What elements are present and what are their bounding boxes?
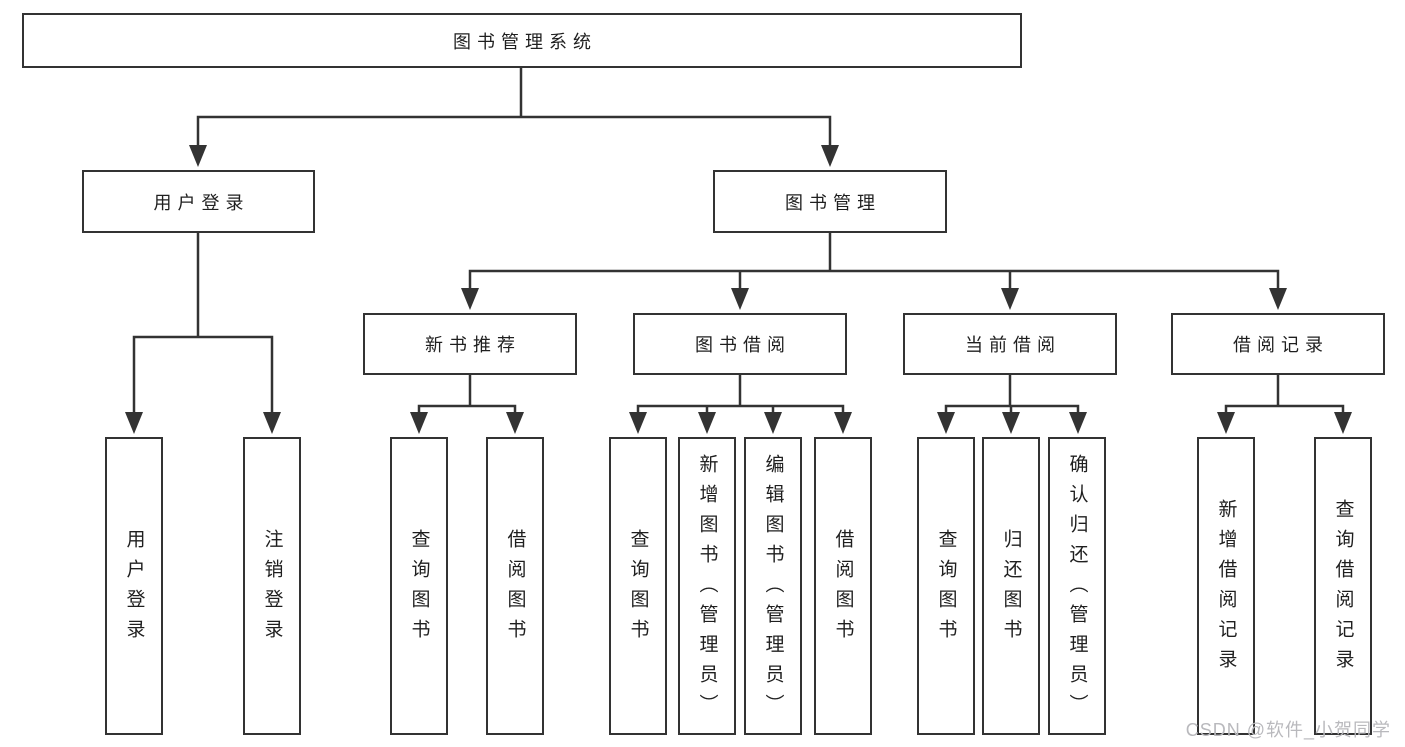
arrowhead [189, 145, 207, 167]
node-label: 图书借阅 [695, 335, 791, 355]
arrowhead [125, 412, 143, 434]
node-user-login: 用户登录 [82, 170, 315, 233]
leaf-return-books: 归还图书 [982, 437, 1040, 735]
arrowhead [1002, 412, 1020, 434]
leaf-query-books: 查询图书 [917, 437, 975, 735]
node-book-borrow: 图书借阅 [633, 313, 847, 375]
connector-records-branch [1224, 404, 1345, 412]
node-label: 用户登录 [123, 529, 145, 649]
leaf-borrow-books: 借阅图书 [814, 437, 872, 735]
connector-bookmgmt-branch [468, 269, 1280, 288]
arrowhead [1269, 288, 1287, 310]
node-label: 确认归还（管理员） [1066, 454, 1088, 724]
node-label: 查询借阅记录 [1332, 499, 1354, 679]
arrowhead [263, 412, 281, 434]
node-current-borrow: 当前借阅 [903, 313, 1117, 375]
node-label: 查询图书 [935, 529, 957, 649]
arrowhead [821, 145, 839, 167]
node-new-book-recommend: 新书推荐 [363, 313, 577, 375]
arrowhead [1001, 288, 1019, 310]
node-book-management: 图书管理 [713, 170, 947, 233]
arrowhead [1334, 412, 1352, 434]
node-label: 新增图书（管理员） [696, 454, 718, 724]
node-label: 新书推荐 [425, 335, 521, 355]
arrowhead [764, 412, 782, 434]
arrowhead [629, 412, 647, 434]
connector-userlogin-branch [132, 335, 274, 412]
arrowhead [1217, 412, 1235, 434]
leaf-edit-books-admin: 编辑图书（管理员） [744, 437, 802, 735]
arrowhead [410, 412, 428, 434]
leaf-logout: 注销登录 [243, 437, 301, 735]
node-label: 借阅图书 [832, 529, 854, 649]
arrowhead [506, 412, 524, 434]
node-label: 图书管理 [785, 192, 881, 213]
arrowhead [1069, 412, 1087, 434]
node-label: 归还图书 [1000, 529, 1022, 649]
arrowhead [698, 412, 716, 434]
node-label: 新增借阅记录 [1215, 499, 1237, 679]
leaf-borrow-books: 借阅图书 [486, 437, 544, 735]
node-label: 查询图书 [408, 529, 430, 649]
arrowhead [461, 288, 479, 310]
node-borrow-records: 借阅记录 [1171, 313, 1385, 375]
node-label: 图书管理系统 [453, 31, 597, 52]
leaf-query-books: 查询图书 [609, 437, 667, 735]
leaf-query-borrow-record: 查询借阅记录 [1314, 437, 1372, 735]
connector-newbook-branch [417, 404, 517, 412]
arrowhead [731, 288, 749, 310]
arrowhead [834, 412, 852, 434]
leaf-add-borrow-record: 新增借阅记录 [1197, 437, 1255, 735]
leaf-confirm-return-admin: 确认归还（管理员） [1048, 437, 1106, 735]
leaf-add-books-admin: 新增图书（管理员） [678, 437, 736, 735]
csdn-watermark: CSDN @软件_小贺同学 [1185, 720, 1391, 740]
node-library-system: 图书管理系统 [22, 13, 1022, 68]
node-label: 借阅图书 [504, 529, 526, 649]
connector-root-branch [196, 115, 832, 145]
leaf-user-login: 用户登录 [105, 437, 163, 735]
connector-borrow-branch [636, 404, 845, 412]
node-label: 查询图书 [627, 529, 649, 649]
leaf-query-books: 查询图书 [390, 437, 448, 735]
arrowhead [937, 412, 955, 434]
node-label: 当前借阅 [965, 335, 1061, 355]
node-label: 注销登录 [261, 529, 283, 649]
node-label: 用户登录 [153, 192, 250, 213]
node-label: 编辑图书（管理员） [762, 454, 784, 724]
node-label: 借阅记录 [1233, 335, 1329, 355]
